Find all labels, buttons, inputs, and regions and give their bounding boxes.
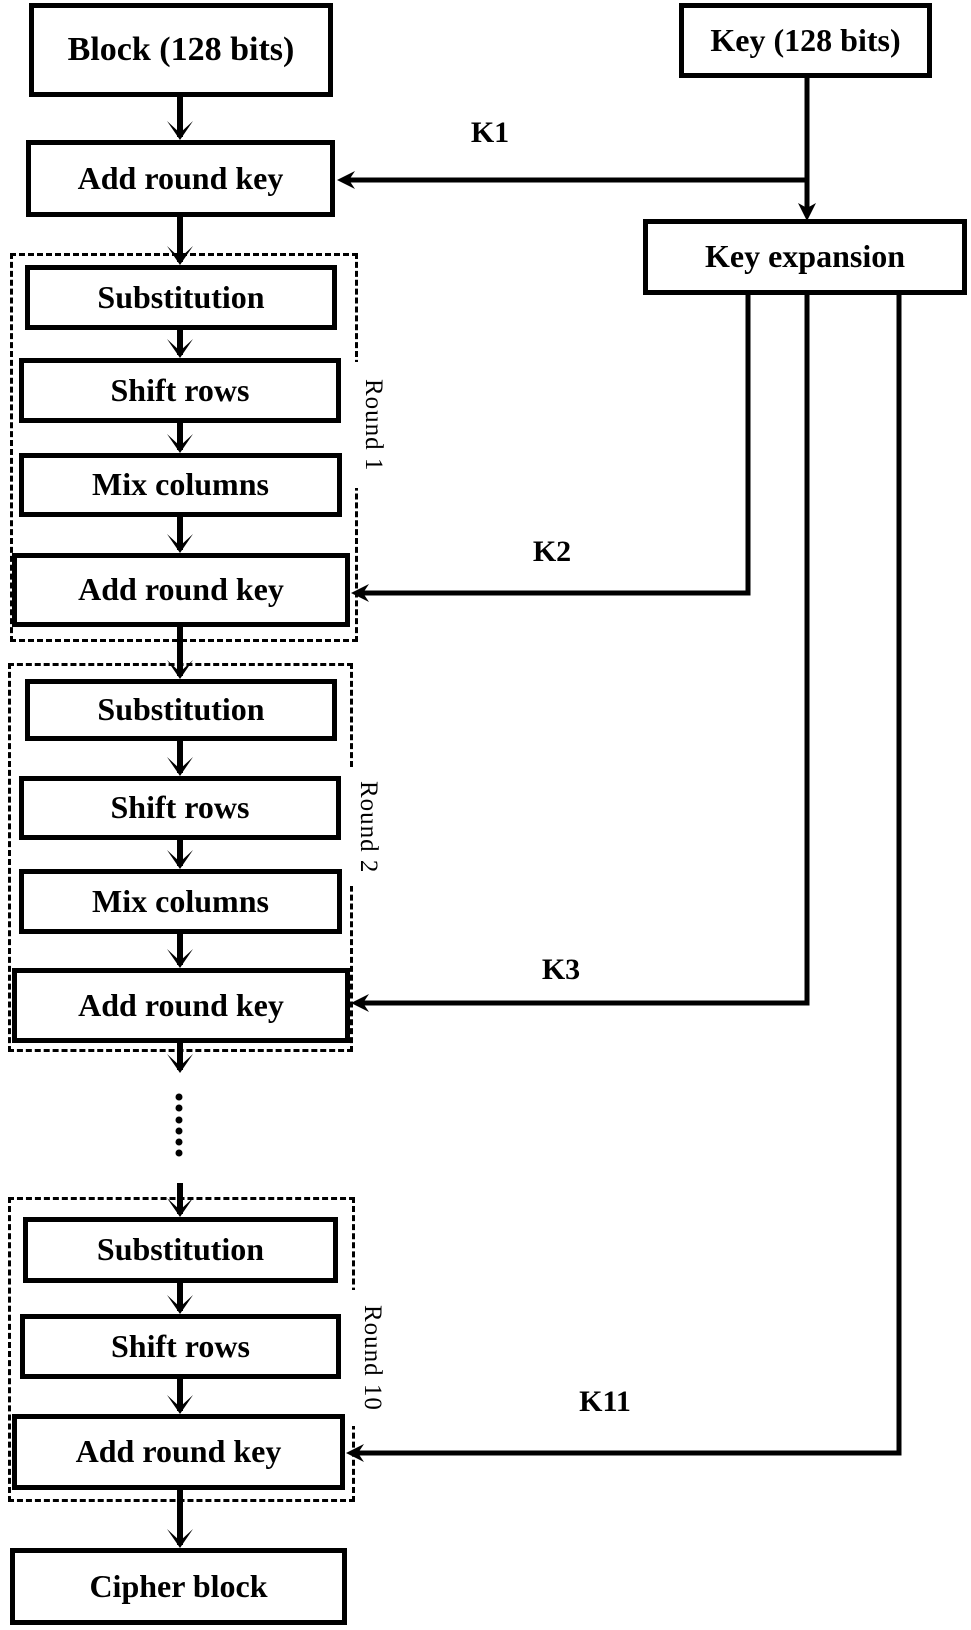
add-round-key-round1-node: Add round key (12, 553, 350, 627)
k3-label: K3 (541, 953, 581, 986)
ellipsis-dots (175, 1093, 183, 1157)
shift-rows-round1-node: Shift rows (19, 358, 341, 423)
key-expansion-node: Key expansion (643, 219, 967, 295)
key-node: Key (128 bits) (679, 3, 932, 78)
arrow-k1-to-add-round-key-1 (337, 171, 807, 189)
k1-label: K1 (470, 116, 510, 149)
mix-columns-round2-node: Mix columns (19, 869, 342, 934)
arrow-k11-to-add-round-key-r10 (346, 292, 902, 1462)
shift-rows-round2-node: Shift rows (19, 776, 341, 840)
arrow-k3-to-add-round-key-r2 (351, 292, 810, 1012)
add-round-key-round10-node: Add round key (12, 1414, 345, 1490)
add-round-key-round2-node: Add round key (12, 968, 350, 1043)
k2-label: K2 (532, 535, 572, 568)
k11-label: K11 (579, 1385, 631, 1418)
round-1-label: Round 1 (351, 362, 395, 488)
substitution-round1-node: Substitution (25, 265, 337, 330)
substitution-round10-node: Substitution (23, 1217, 338, 1283)
arrow-block-to-add-round-key-1 (167, 97, 193, 140)
substitution-round2-node: Substitution (25, 679, 337, 741)
add-round-key-1-node: Add round key (26, 140, 335, 217)
block-node: Block (128 bits) (29, 3, 333, 97)
cipher-block-node: Cipher block (10, 1548, 347, 1625)
shift-rows-round10-node: Shift rows (20, 1314, 341, 1379)
round-2-label: Round 2 (346, 768, 390, 886)
round-10-label: Round 10 (348, 1290, 396, 1426)
mix-columns-round1-node: Mix columns (19, 453, 342, 517)
arrow-key-to-key-expansion (798, 74, 816, 221)
